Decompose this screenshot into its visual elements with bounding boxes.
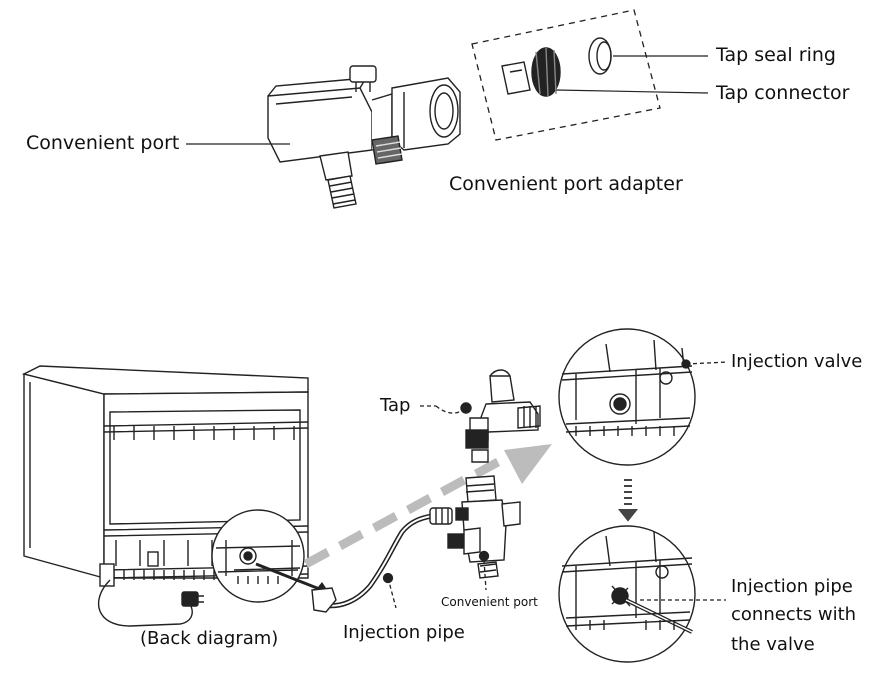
tap-connector-illustration — [501, 47, 561, 97]
injection-valve-zoom — [558, 328, 696, 466]
tap-label: Tap — [380, 395, 411, 416]
convenient-port-adapter-label: Convenient port adapter — [449, 173, 683, 195]
connect-note-line-1: Injection pipe — [731, 576, 853, 597]
flow-arrow — [304, 444, 552, 568]
convenient-port-label: Convenient port — [26, 132, 180, 154]
tap-connector-leader — [555, 89, 709, 94]
adapter-dashed-box — [471, 9, 661, 141]
connected-valve-zoom — [558, 525, 696, 663]
down-arrow — [617, 479, 639, 522]
convenient-port-bottom-illustration — [447, 475, 521, 579]
connect-note-line-2: connects with — [731, 604, 857, 625]
tap-seal-ring-illustration — [588, 37, 612, 75]
dishwasher-back-illustration — [21, 365, 309, 627]
injection-valve-label: Injection valve — [731, 351, 863, 372]
injection-pipe-illustration — [311, 507, 453, 613]
connect-note-line-3: the valve — [731, 634, 815, 655]
convenient-port-illustration — [267, 65, 461, 209]
tap-connector-label: Tap connector — [716, 82, 850, 104]
convenient-port-bottom-label: Convenient port — [441, 595, 538, 609]
tap-seal-ring-label: Tap seal ring — [716, 44, 836, 66]
bottom-leaders — [382, 359, 729, 609]
back-diagram-label: (Back diagram) — [140, 628, 279, 649]
tap-illustration — [460, 369, 541, 463]
injection-pipe-label: Injection pipe — [343, 622, 465, 643]
